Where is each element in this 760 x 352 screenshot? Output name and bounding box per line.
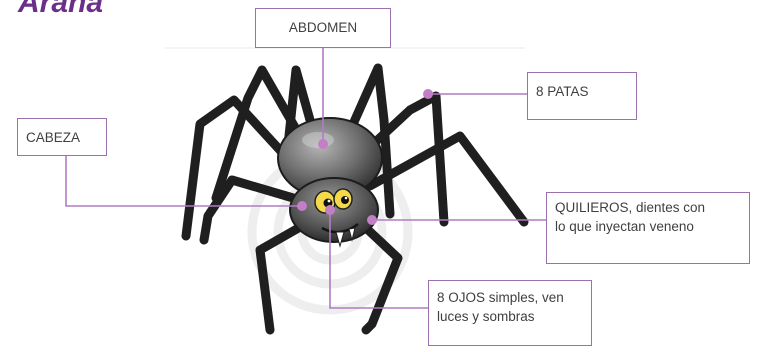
dot-quilieros (367, 215, 377, 225)
label-ojos: 8 OJOS simples, ven luces y sombras (428, 280, 592, 346)
leg-left-4 (260, 226, 302, 330)
dot-patas (423, 89, 433, 99)
label-patas: 8 PATAS (527, 72, 637, 120)
label-quilieros: QUILIEROS, dientes con lo que inyectan v… (546, 192, 750, 264)
leg-right-4 (366, 228, 398, 330)
label-cabeza: CABEZA (17, 118, 107, 156)
dot-ojos (325, 205, 335, 215)
dot-cabeza (297, 201, 307, 211)
dot-abdomen (318, 139, 328, 149)
label-abdomen: ABDOMEN (255, 8, 391, 48)
